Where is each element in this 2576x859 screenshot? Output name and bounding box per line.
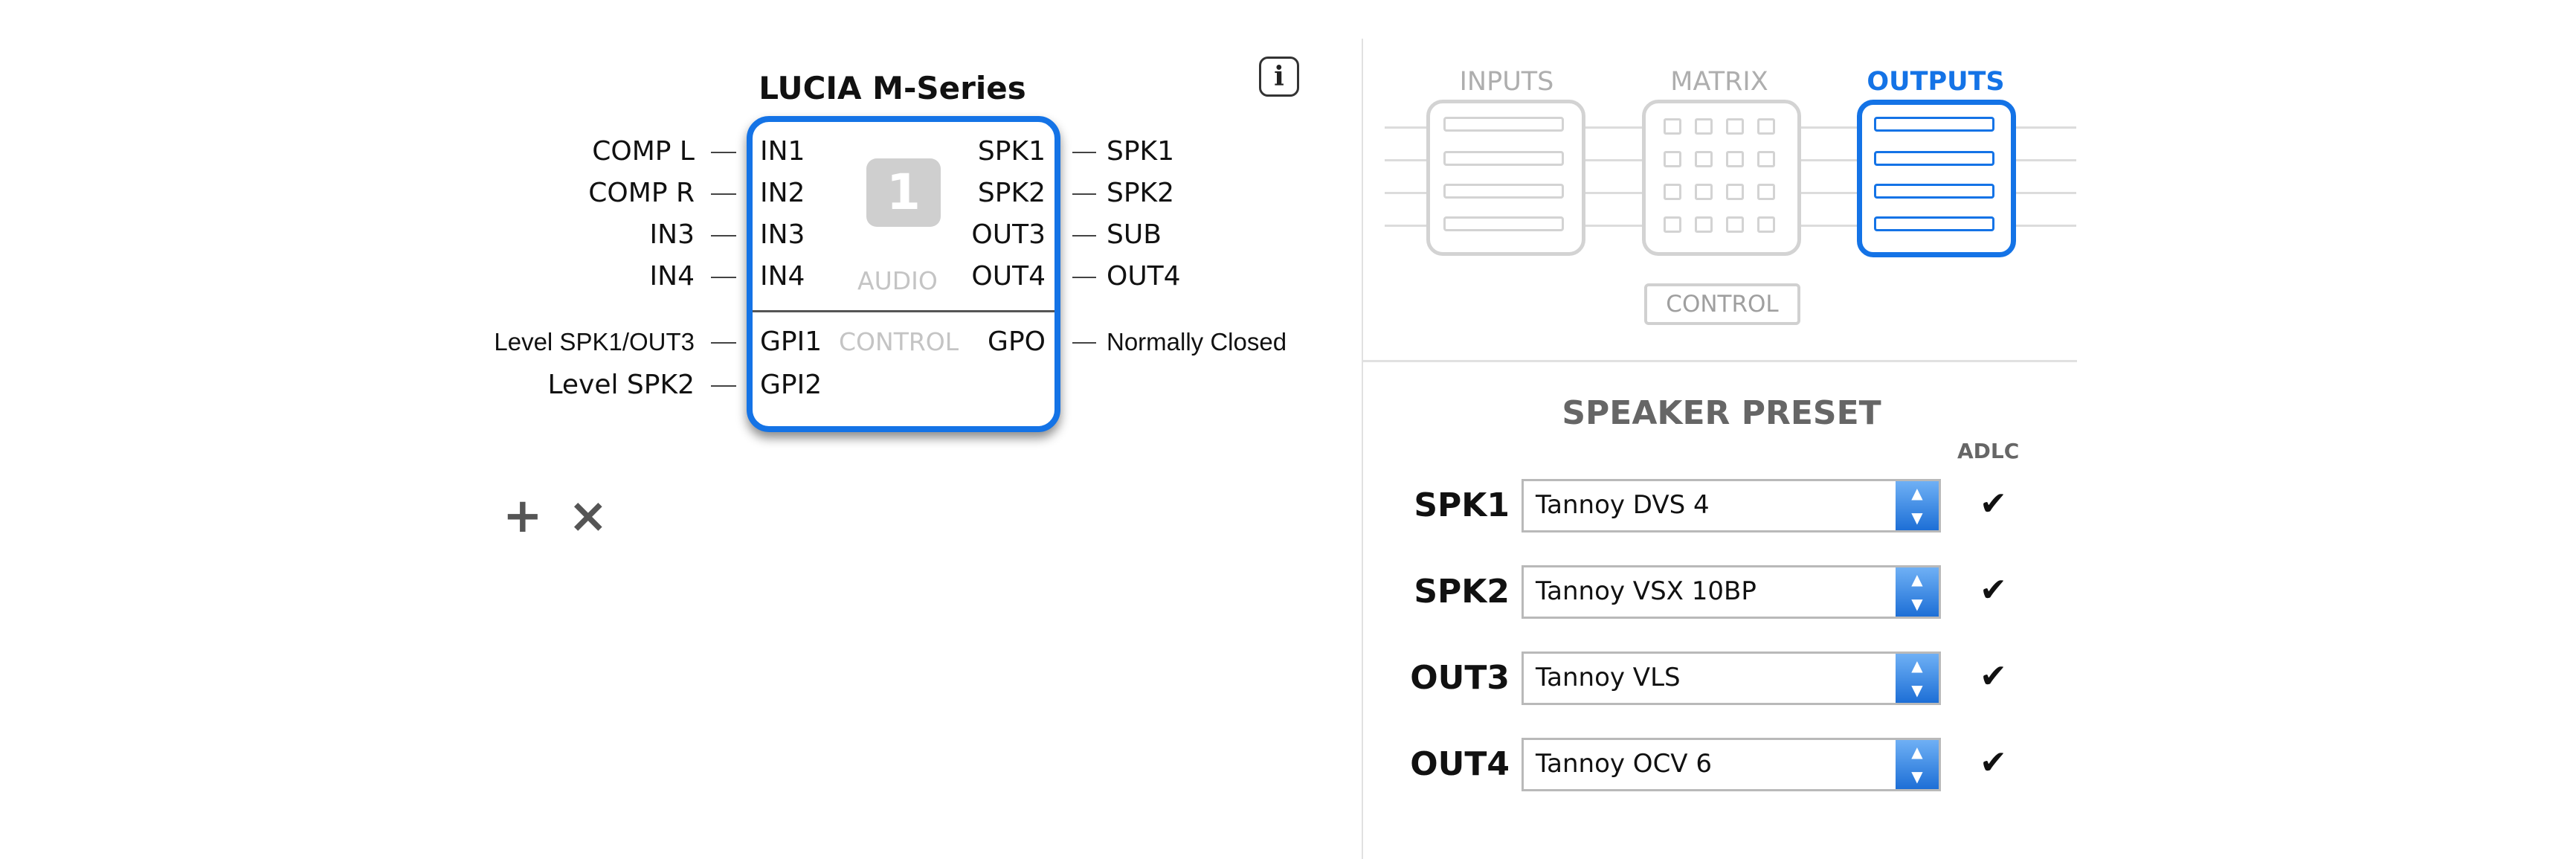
device-title: LUCIA M-Series <box>759 70 1026 106</box>
select-arrows-icon: ▲▼ <box>1896 740 1939 789</box>
device-port-gpi2: GPI2 <box>760 370 822 400</box>
vertical-divider <box>1362 39 1363 859</box>
preset-select-out3[interactable]: Tannoy VLS ▲▼ <box>1522 652 1941 705</box>
select-arrows-icon: ▲▼ <box>1896 654 1939 703</box>
outputs-stage[interactable] <box>1857 100 2016 257</box>
input-connection-in3: IN3 <box>649 219 695 250</box>
input-tick <box>711 235 736 237</box>
output-connection-sub: SUB <box>1107 219 1162 250</box>
input-connection-comp-r: COMP R <box>588 178 695 208</box>
adlc-checkbox-out3[interactable]: ✔ <box>1980 657 2007 695</box>
device-port-in3: IN3 <box>760 219 805 250</box>
control-button[interactable]: CONTROL <box>1644 283 1800 325</box>
output-label-out3: OUT3 <box>1410 659 1510 697</box>
preset-select-value: Tannoy VLS <box>1536 663 1681 692</box>
speaker-preset-title: SPEAKER PRESET <box>1562 394 1881 432</box>
preset-select-out4[interactable]: Tannoy OCV 6 ▲▼ <box>1522 738 1941 791</box>
gpo-connection: Normally Closed <box>1107 328 1287 355</box>
preset-select-value: Tannoy VSX 10BP <box>1536 576 1756 606</box>
remove-icon[interactable]: × <box>568 489 608 544</box>
adlc-checkbox-spk1[interactable]: ✔ <box>1980 485 2007 523</box>
audio-section-label: AUDIO <box>857 266 938 295</box>
device-port-in2: IN2 <box>760 178 805 208</box>
matrix-stage[interactable] <box>1642 100 1801 256</box>
select-arrows-icon: ▲▼ <box>1896 567 1939 617</box>
inputs-stage[interactable] <box>1426 100 1585 256</box>
device-port-in1: IN1 <box>760 136 805 167</box>
output-tick <box>1072 193 1096 195</box>
output-label-spk2: SPK2 <box>1414 573 1510 611</box>
device-port-in4: IN4 <box>760 261 805 292</box>
output-connection-spk1: SPK1 <box>1107 136 1175 167</box>
input-connection-in4: IN4 <box>649 261 695 292</box>
preset-select-value: Tannoy OCV 6 <box>1536 749 1713 779</box>
input-tick <box>711 277 736 278</box>
input-tick <box>711 152 736 153</box>
adlc-checkbox-spk2[interactable]: ✔ <box>1980 571 2007 609</box>
add-icon[interactable]: + <box>503 489 543 544</box>
preset-select-spk1[interactable]: Tannoy DVS 4 ▲▼ <box>1522 479 1941 533</box>
device-port-out4: OUT4 <box>971 261 1046 292</box>
output-connection-spk2: SPK2 <box>1107 178 1175 208</box>
tab-outputs[interactable]: OUTPUTS <box>1867 67 2005 97</box>
select-arrows-icon: ▲▼ <box>1896 481 1939 530</box>
preset-select-value: Tannoy DVS 4 <box>1536 490 1710 520</box>
adlc-header: ADLC <box>1957 439 2020 463</box>
gpi-tick <box>711 385 736 387</box>
device-divider <box>753 310 1054 312</box>
tab-matrix[interactable]: MATRIX <box>1670 67 1768 97</box>
horizontal-divider <box>1363 360 2077 362</box>
tab-inputs[interactable]: INPUTS <box>1459 67 1554 97</box>
device-port-spk1: SPK1 <box>977 136 1046 167</box>
gpi-connection-2: Level SPK2 <box>547 370 695 400</box>
info-button[interactable]: i <box>1259 57 1299 97</box>
gpo-tick <box>1072 342 1096 344</box>
control-section-label: CONTROL <box>839 327 959 356</box>
output-label-out4: OUT4 <box>1410 745 1510 783</box>
output-label-spk1: SPK1 <box>1414 486 1510 524</box>
gpi-connection-1: Level SPK1/OUT3 <box>494 328 695 355</box>
output-tick <box>1072 152 1096 153</box>
device-port-gpo: GPO <box>988 326 1046 357</box>
output-tick <box>1072 277 1096 278</box>
preset-select-spk2[interactable]: Tannoy VSX 10BP ▲▼ <box>1522 565 1941 619</box>
output-tick <box>1072 235 1096 237</box>
adlc-checkbox-out4[interactable]: ✔ <box>1980 744 2007 782</box>
input-connection-comp-l: COMP L <box>592 136 695 167</box>
output-connection-out4: OUT4 <box>1107 261 1181 292</box>
input-tick <box>711 193 736 195</box>
device-port-spk2: SPK2 <box>977 178 1046 208</box>
gpi-tick <box>711 342 736 344</box>
device-port-out3: OUT3 <box>971 219 1046 250</box>
device-port-gpi1: GPI1 <box>760 326 822 357</box>
device-number-badge: 1 <box>866 158 941 227</box>
